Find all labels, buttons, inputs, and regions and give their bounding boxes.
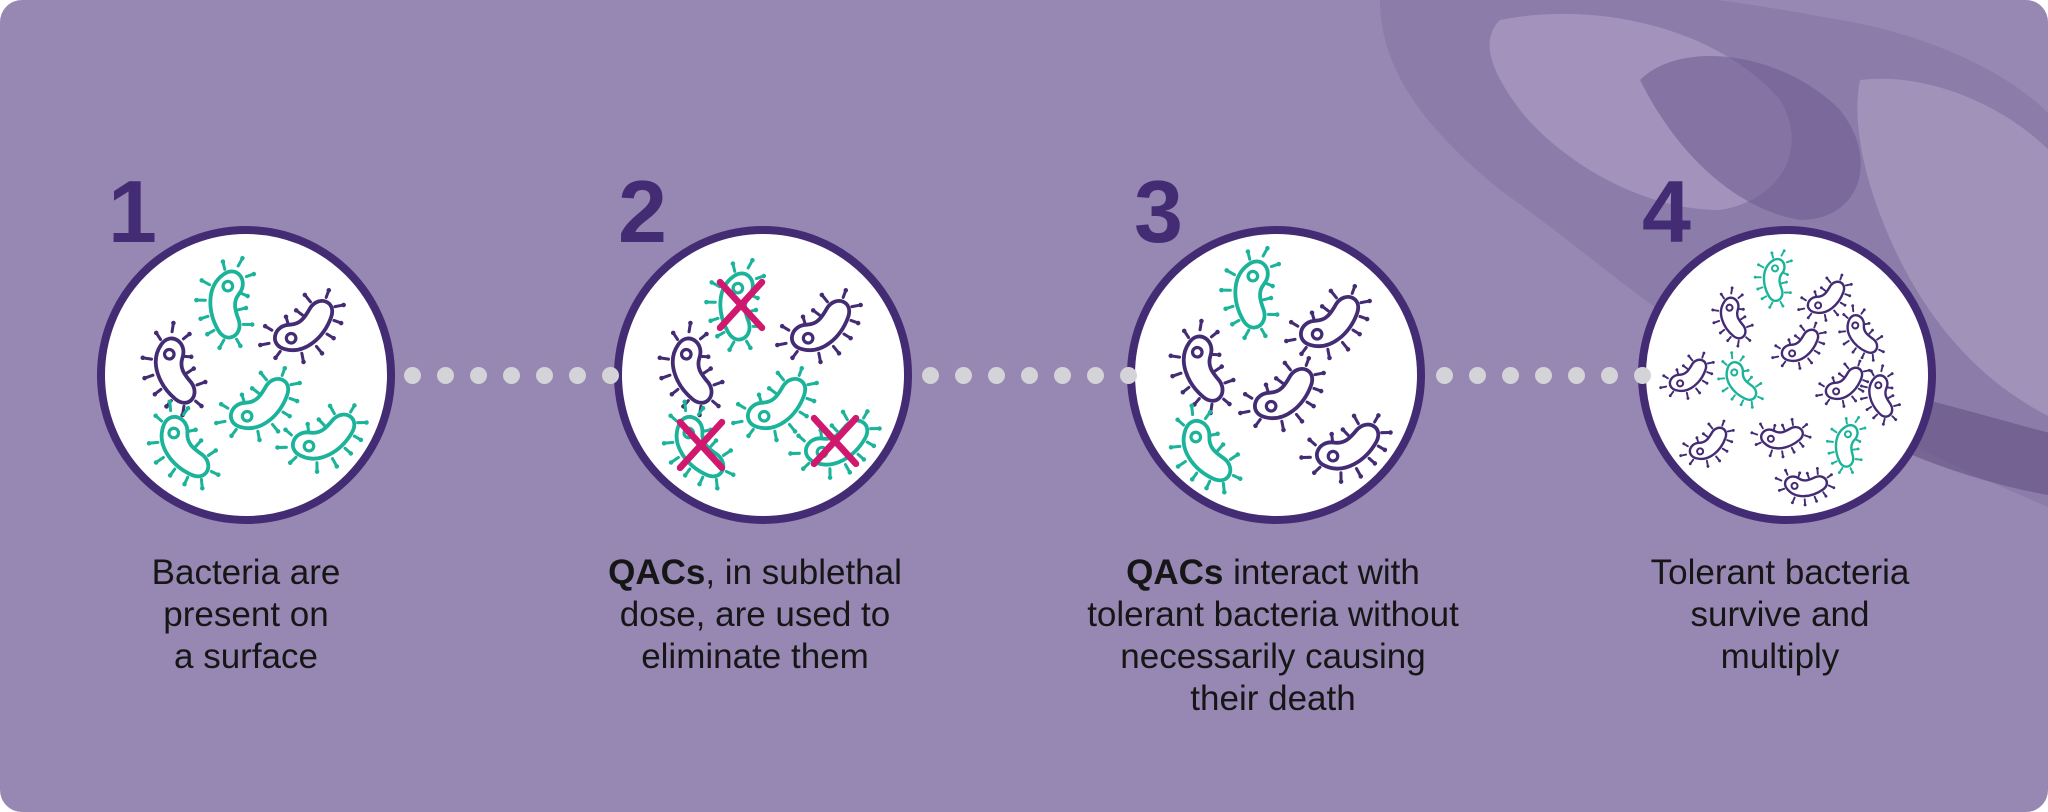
qacs-term: QACs xyxy=(608,553,706,592)
step-number-3: 3 xyxy=(1134,162,1183,261)
bacterium-icon xyxy=(1815,359,1871,408)
bacterium-icon xyxy=(1774,467,1836,507)
bacterium-icon xyxy=(1659,351,1715,400)
connector-dots-1-2 xyxy=(404,367,619,384)
killed-bacterium-icon xyxy=(788,409,882,480)
connector-dots-3-4 xyxy=(1436,367,1651,384)
bacterium-icon xyxy=(1797,273,1853,322)
bacterium-icon xyxy=(657,320,725,418)
qac-treatment-circle xyxy=(614,226,912,524)
step-number-2: 2 xyxy=(618,162,667,261)
bacterium-icon xyxy=(1860,364,1901,426)
bacterium-icon xyxy=(214,365,302,443)
bacterium-icon xyxy=(146,399,221,491)
bacterium-icon xyxy=(731,365,819,443)
x-mark-icon xyxy=(676,418,726,472)
bacteria-multiply-circle xyxy=(1638,226,1936,524)
bacterium-icon xyxy=(775,287,863,365)
bacterium-icon xyxy=(1838,304,1885,362)
bacterium-icon xyxy=(1238,355,1326,433)
bacterium-icon xyxy=(1717,351,1764,409)
bacteria-on-surface-circle xyxy=(97,226,395,524)
bacterium-icon xyxy=(1168,318,1236,416)
bacterium-icon xyxy=(1219,245,1282,341)
x-mark-icon xyxy=(716,278,766,332)
bacterium-icon xyxy=(1750,418,1812,459)
step-number-4: 4 xyxy=(1642,162,1691,261)
qacs-term: QACs xyxy=(1126,553,1224,592)
killed-bacterium-icon xyxy=(661,399,736,491)
bacterium-icon xyxy=(194,255,257,351)
bacterium-icon xyxy=(258,287,346,365)
bacterium-icon xyxy=(1753,249,1793,309)
bacterium-icon xyxy=(1168,403,1243,495)
step-number-1: 1 xyxy=(108,162,157,261)
bacterium-icon xyxy=(1284,283,1372,361)
tolerant-interaction-circle xyxy=(1127,226,1425,524)
x-mark-icon xyxy=(810,414,860,468)
bacterium-icon xyxy=(275,403,369,474)
bacterium-icon xyxy=(1711,286,1754,348)
bacterium-icon xyxy=(140,320,208,418)
bacterium-icon xyxy=(1299,413,1393,484)
bacterium-icon xyxy=(1771,321,1827,370)
killed-bacterium-icon xyxy=(704,257,767,353)
bacterium-icon xyxy=(1825,416,1867,474)
bacterium-icon xyxy=(1679,419,1735,468)
connector-dots-2-3 xyxy=(922,367,1137,384)
